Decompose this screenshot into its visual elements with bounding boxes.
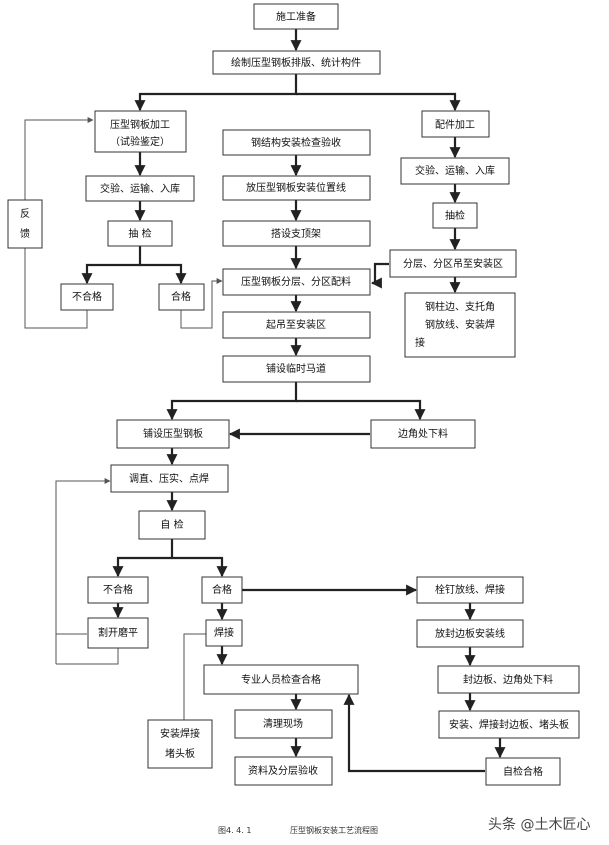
node-label: 钢结构安装检查验收 xyxy=(251,136,341,149)
connector xyxy=(343,693,485,773)
node-label: 绘制压型钢板排版、统计构件 xyxy=(231,56,361,69)
node-fail-1: 不合格 xyxy=(60,283,114,311)
node-label: 起吊至安装区 xyxy=(266,318,326,331)
node-pass-1: 合格 xyxy=(158,283,205,311)
node-label: 边角处下料 xyxy=(398,427,448,440)
node-label: 封边板、边角处下料 xyxy=(463,673,553,686)
node-label: 自 检 xyxy=(160,518,183,531)
rework-loop xyxy=(55,478,111,664)
node-label-sub: （试验鉴定） xyxy=(110,135,170,148)
node-edge-plate-line: 放封边板安装线 xyxy=(416,619,524,648)
node-label: 配件加工 xyxy=(435,119,475,131)
node-label: 自检合格 xyxy=(503,765,543,778)
node-label: 压型钢板加工 xyxy=(110,118,170,131)
connector xyxy=(183,633,206,720)
node-label: 交验、运输、入库 xyxy=(100,182,180,195)
node-install-weld-edge: 安装、焊接封边板、堵头板 xyxy=(438,710,580,739)
node-label: 抽 检 xyxy=(128,227,151,240)
watermark: 头条 @土木匠心 xyxy=(488,816,590,833)
connector xyxy=(172,556,228,578)
connector xyxy=(296,92,461,112)
connectors xyxy=(24,29,506,773)
node-self-check: 自 检 xyxy=(138,510,206,540)
node-label: 割开磨平 xyxy=(98,626,138,639)
node-column-edge: 钢柱边、支托角 钢放线、安装焊 接 xyxy=(404,292,516,358)
node-self-check-pass: 自检合格 xyxy=(485,757,561,786)
node-label: 分层、分区吊至安装区 xyxy=(403,257,503,270)
connector xyxy=(166,382,298,421)
connector xyxy=(112,539,174,578)
node-label: 抽检 xyxy=(445,209,465,222)
node-label: 铺设临时马道 xyxy=(266,362,326,375)
node-label: 不合格 xyxy=(103,583,133,596)
node-fittings-processing: 配件加工 xyxy=(421,110,490,138)
node-draw-layout: 绘制压型钢板排版、统计构件 xyxy=(212,50,381,75)
node-site-cleanup: 清理现场 xyxy=(234,709,333,739)
node-sampling-right: 抽检 xyxy=(432,202,478,229)
connector xyxy=(134,74,298,112)
node-label: 资料及分层验收 xyxy=(248,764,318,777)
node-layer-zone-lift: 分层、分区吊至安装区 xyxy=(389,249,517,278)
connector xyxy=(56,648,119,665)
node-erect-support: 搭设支顶架 xyxy=(222,220,371,247)
node-adjust-weld: 调直、压实、点焊 xyxy=(110,464,229,493)
node-docs-acceptance: 资料及分层验收 xyxy=(234,756,333,786)
node-label: 安装焊接 xyxy=(160,727,200,740)
node-label: 合格 xyxy=(171,290,191,303)
node-label: 反 xyxy=(20,208,30,220)
node-label: 铺设压型钢板 xyxy=(143,427,203,440)
node-label: 合格 xyxy=(212,583,232,596)
node-temp-walkway: 铺设临时马道 xyxy=(222,355,371,383)
node-label: 压型钢板分层、分区配料 xyxy=(241,275,351,288)
node-label: 清理现场 xyxy=(263,717,303,730)
node-label: 钢柱边、支托角 xyxy=(425,300,495,313)
figure-number: 图4. 4. 1 xyxy=(218,826,251,835)
node-label: 放压型钢板安装位置线 xyxy=(246,181,346,194)
node-stud-weld: 栓钉放线、焊接 xyxy=(416,576,524,604)
node-install-end: 安装焊接 堵头板 xyxy=(147,719,213,769)
node-label: 焊接 xyxy=(214,626,234,639)
node-corner-cut: 边角处下料 xyxy=(370,419,476,449)
node-professional-check: 专业人员检查合格 xyxy=(203,664,359,695)
node-label: 堵头板 xyxy=(165,747,195,760)
feedback-loop xyxy=(24,117,94,329)
node-label: 接 xyxy=(415,336,425,349)
node-label: 调直、压实、点焊 xyxy=(129,472,209,485)
node-label: 安装、焊接封边板、堵头板 xyxy=(449,718,569,731)
node-label: 钢放线、安装焊 xyxy=(425,318,495,331)
node-sampling-left: 抽 检 xyxy=(107,220,173,247)
node-label: 栓钉放线、焊接 xyxy=(435,583,505,596)
node-label: 放封边板安装线 xyxy=(435,627,505,640)
node-lift-to-area: 起吊至安装区 xyxy=(222,311,371,339)
connector xyxy=(81,246,142,285)
node-steel-acceptance: 钢结构安装检查验收 xyxy=(222,129,371,156)
node-pass-2: 合格 xyxy=(201,576,243,604)
node-label: 专业人员检查合格 xyxy=(241,673,321,686)
node-zone-allocation: 压型钢板分层、分区配料 xyxy=(222,268,371,296)
node-set-position-line: 放压型钢板安装位置线 xyxy=(222,175,371,201)
node-label: 馈 xyxy=(20,227,30,240)
node-welding: 焊接 xyxy=(205,619,243,647)
figure-title: 压型钢板安装工艺流程图 xyxy=(290,825,378,835)
connector xyxy=(370,262,389,289)
node-label: 搭设支顶架 xyxy=(271,227,321,240)
node-feedback: 反 馈 xyxy=(7,199,43,249)
node-label: 施工准备 xyxy=(276,10,316,23)
node-edge-corner-cut: 封边板、边角处下料 xyxy=(437,665,580,694)
node-inspect-transport-left: 交验、运输、入库 xyxy=(85,175,195,202)
connector xyxy=(296,399,426,421)
node-cut-grind: 割开磨平 xyxy=(87,617,149,649)
node-construction-prep: 施工准备 xyxy=(253,3,339,30)
node-deck-processing: 压型钢板加工 （试验鉴定） xyxy=(94,110,187,153)
node-label: 交验、运输、入库 xyxy=(415,164,495,177)
connector xyxy=(180,278,223,329)
node-label: 不合格 xyxy=(72,290,102,303)
node-lay-deck: 铺设压型钢板 xyxy=(116,419,230,449)
connector xyxy=(140,263,187,285)
node-inspect-transport-right: 交验、运输、入库 xyxy=(400,157,510,185)
node-fail-2: 不合格 xyxy=(87,576,149,604)
